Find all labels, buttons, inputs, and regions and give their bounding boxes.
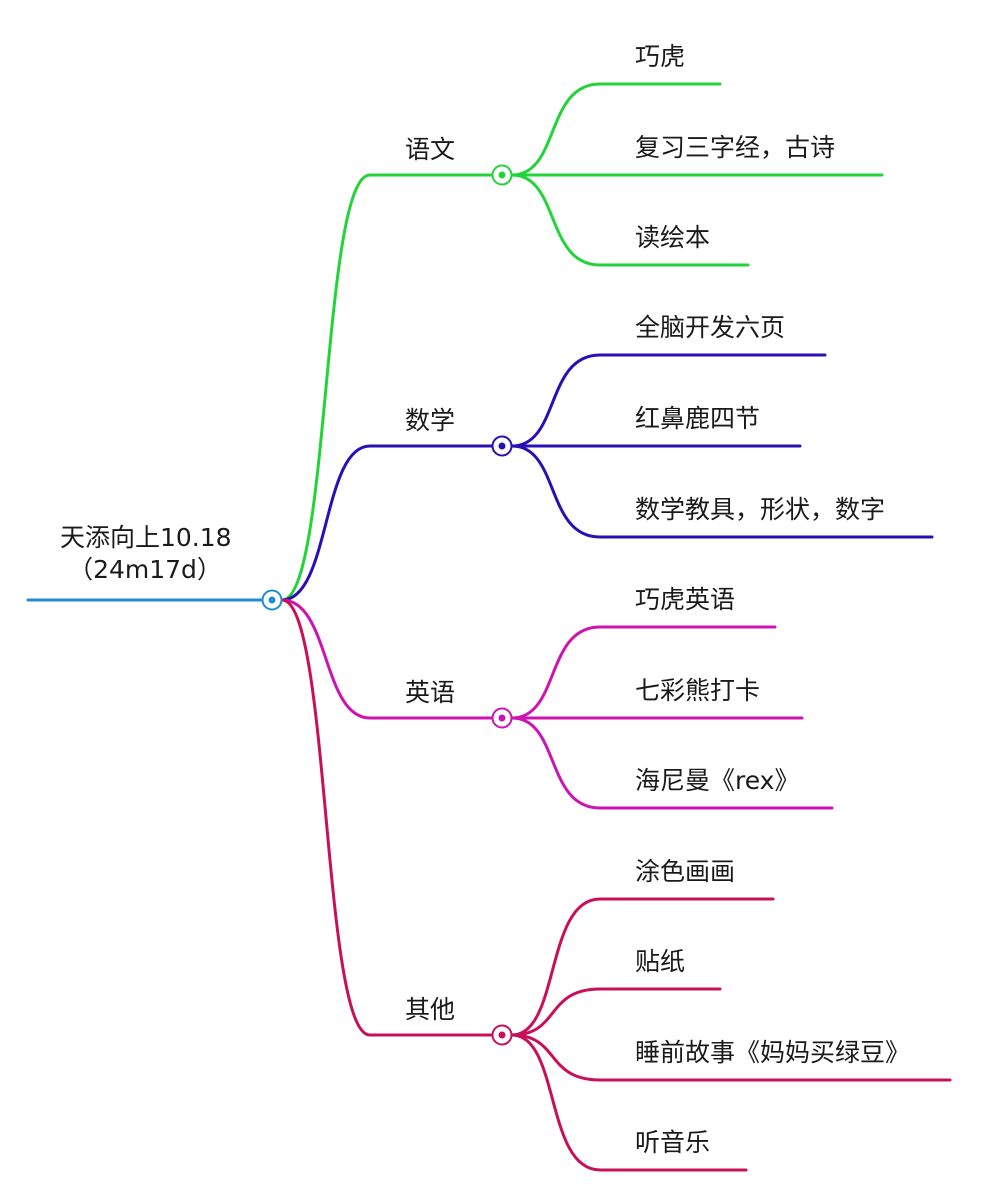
edge-branch-0-child-2: [510, 173, 750, 267]
leaf-label-0-2[interactable]: 读绘本: [635, 223, 711, 252]
edge-branch-1-child-2: [510, 444, 934, 539]
edge-branch-2-child-2: [510, 716, 834, 810]
branch-hub-0[interactable]: [491, 164, 513, 186]
root-title: 天添向上10.18: [60, 523, 232, 552]
leaf-label-3-2[interactable]: 睡前故事《妈妈买绿豆》: [635, 1038, 911, 1067]
branch-hub-3[interactable]: [491, 1024, 513, 1046]
branch-label-0[interactable]: 语文: [405, 135, 456, 164]
edge-root-to-branch-0: [280, 173, 504, 602]
branch-label-2[interactable]: 英语: [405, 678, 456, 707]
edge-root-to-branch-1: [280, 444, 504, 602]
branch-hub-1[interactable]: [491, 435, 513, 457]
leaf-label-3-3[interactable]: 听音乐: [635, 1128, 711, 1157]
branch-hub-2[interactable]: [491, 707, 513, 729]
leaf-label-1-0[interactable]: 全脑开发六页: [635, 313, 786, 342]
edge-layer: [26, 82, 952, 1172]
leaf-label-3-1[interactable]: 贴纸: [635, 947, 686, 976]
root-hub[interactable]: [261, 589, 283, 611]
node-layer: [261, 164, 513, 1046]
leaf-label-3-0[interactable]: 涂色画画: [635, 857, 736, 886]
branch-label-1[interactable]: 数学: [405, 406, 456, 435]
root-node-label[interactable]: 天添向上10.18 （24m17d）: [60, 522, 232, 586]
edge-branch-2-child-0: [510, 625, 777, 720]
edge-branch-0-child-0: [510, 82, 722, 177]
leaf-label-2-2[interactable]: 海尼曼《rex》: [635, 766, 800, 795]
edge-root-to-branch-3: [280, 598, 504, 1037]
edge-branch-1-child-0: [510, 353, 827, 448]
leaf-label-1-1[interactable]: 红鼻鹿四节: [635, 404, 761, 433]
edge-root-to-branch-2: [280, 598, 504, 720]
edge-branch-3-child-3: [510, 1033, 748, 1172]
leaf-label-2-0[interactable]: 巧虎英语: [635, 585, 736, 614]
leaf-label-0-0[interactable]: 巧虎: [635, 42, 686, 71]
leaf-label-1-2[interactable]: 数学教具，形状，数字: [635, 495, 886, 524]
leaf-label-2-1[interactable]: 七彩熊打卡: [635, 676, 761, 705]
branch-label-3[interactable]: 其他: [405, 995, 456, 1024]
leaf-label-0-1[interactable]: 复习三字经，古诗: [635, 133, 836, 162]
edge-branch-3-child-0: [510, 897, 775, 1037]
edge-branch-3-child-2: [510, 1033, 952, 1082]
edge-branch-3-child-1: [510, 987, 722, 1037]
root-subtitle: （24m17d）: [68, 555, 222, 584]
